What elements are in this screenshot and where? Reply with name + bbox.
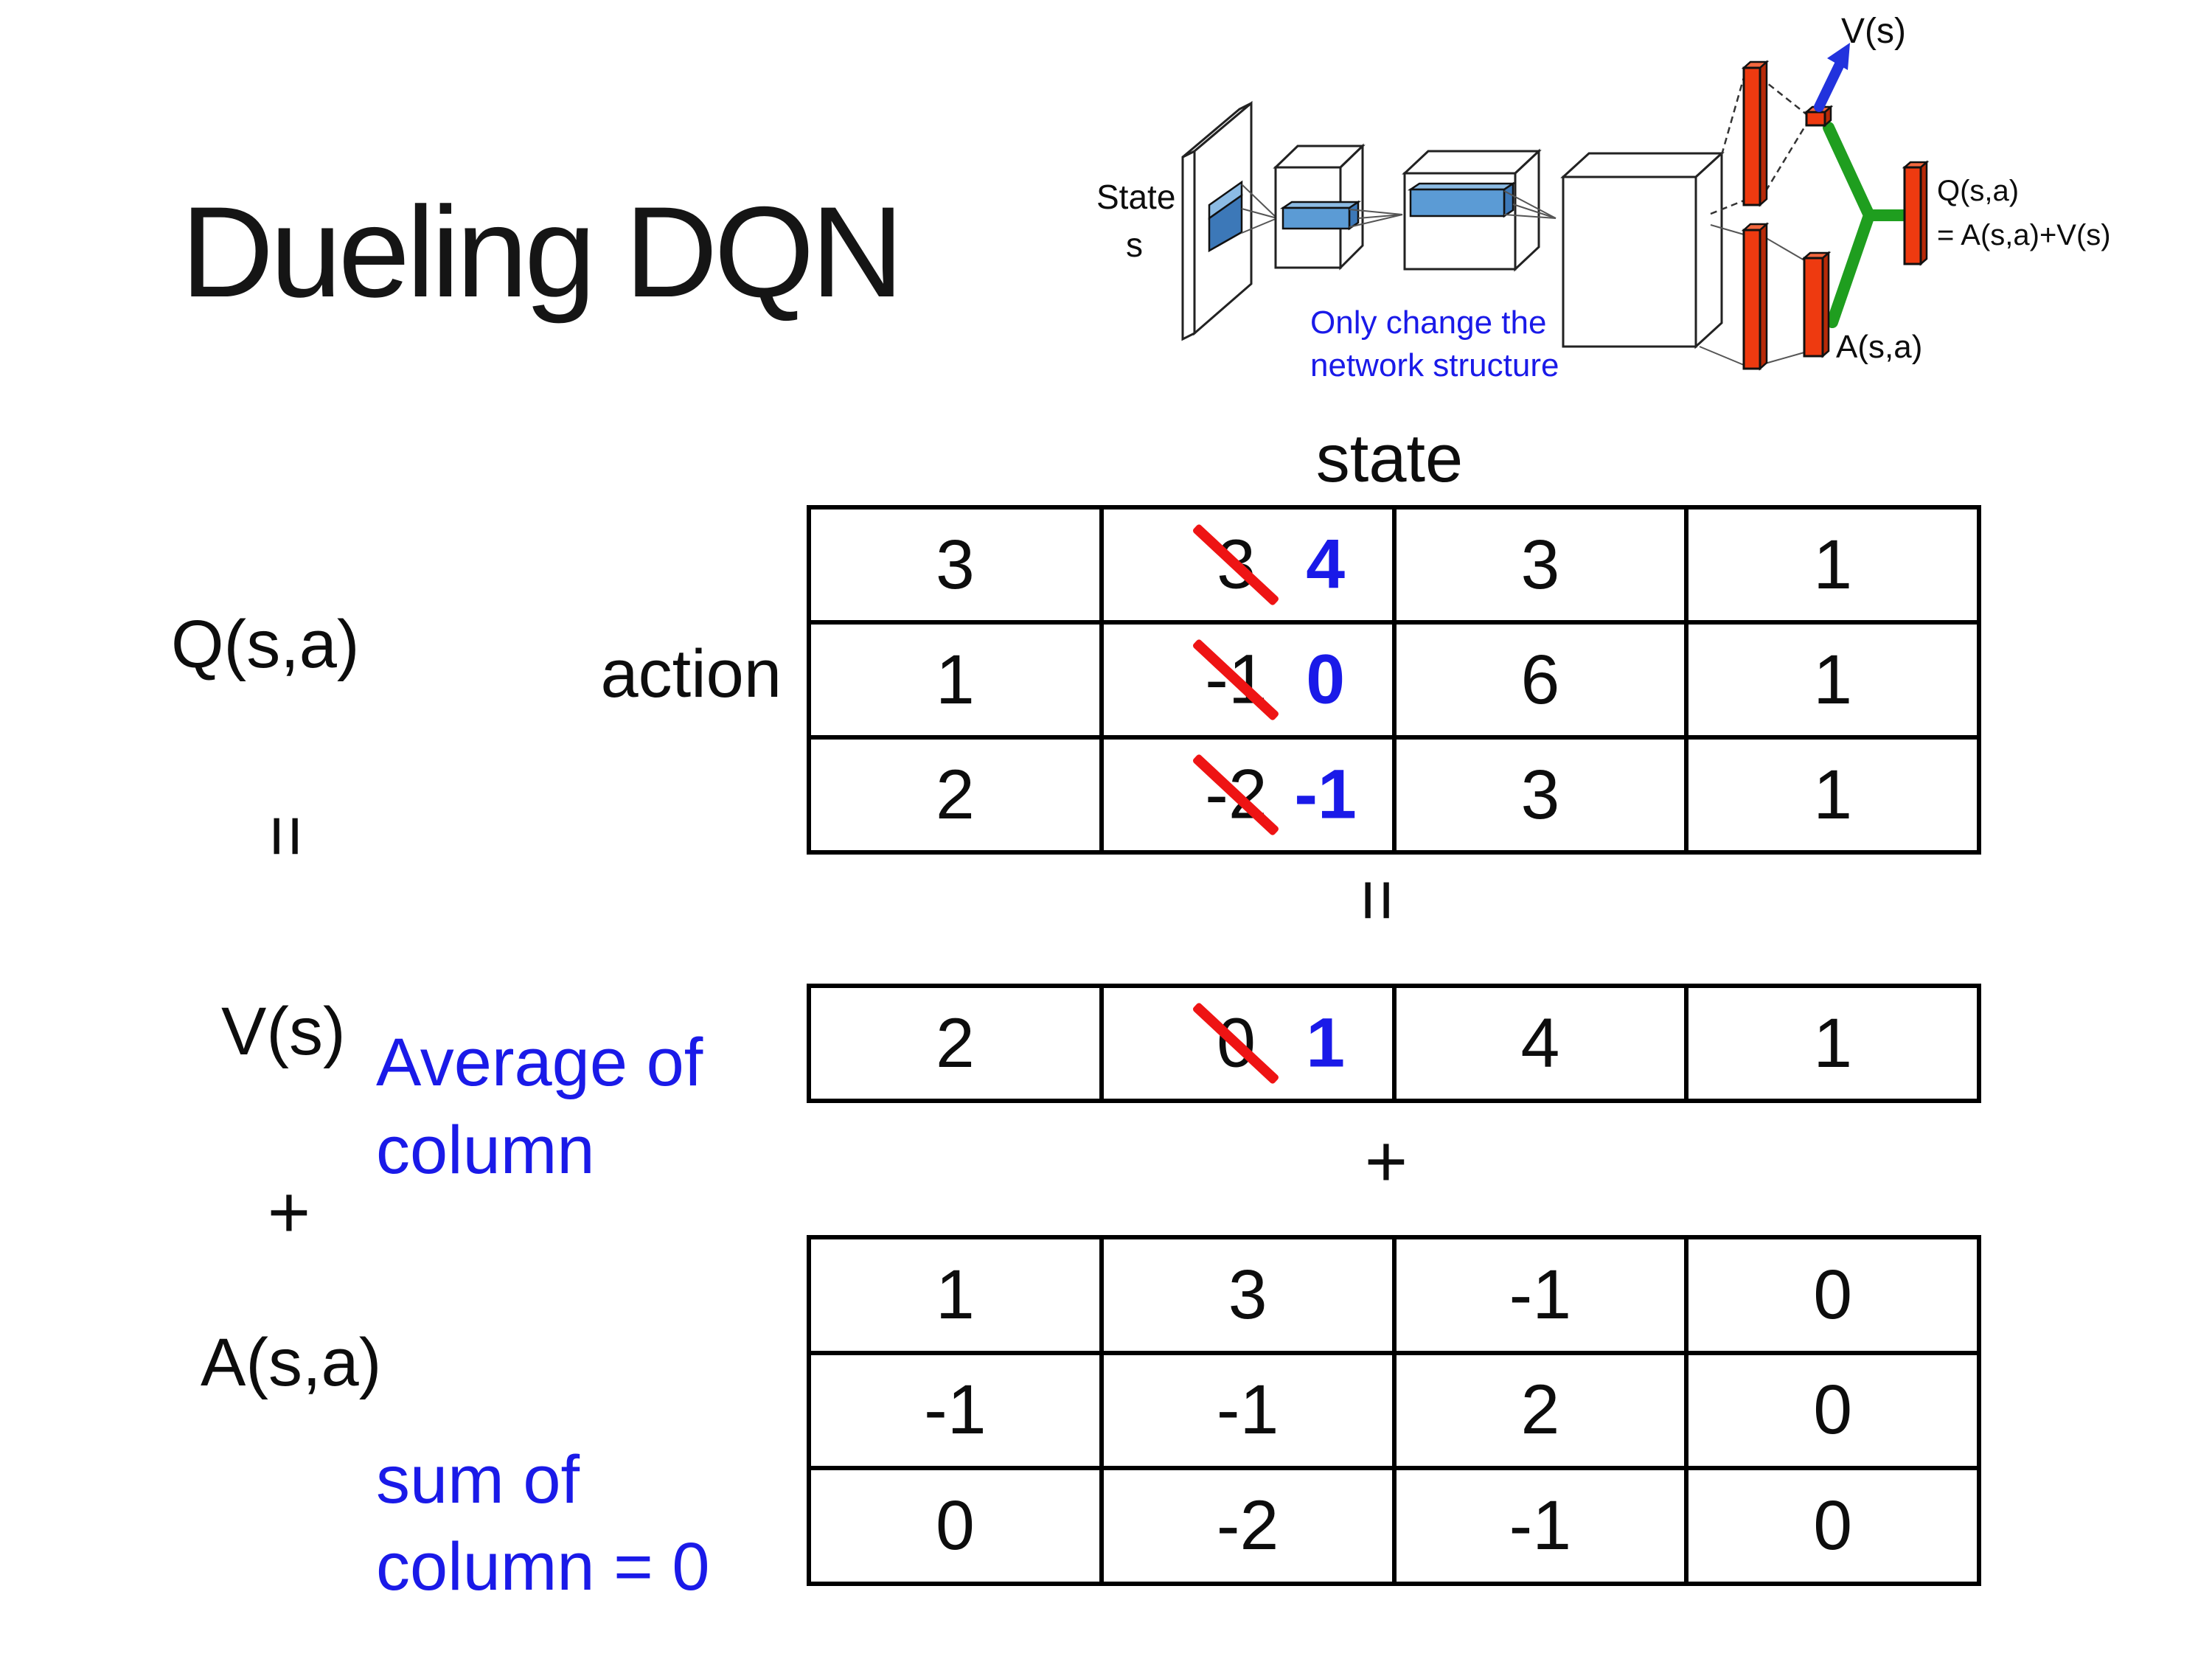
- advantage-stream-bar: [1741, 222, 1770, 371]
- a-cell: -1: [1396, 1239, 1685, 1351]
- fan-line: [1503, 214, 1557, 219]
- a-cell: 2: [1396, 1354, 1685, 1467]
- equals-left: =: [245, 814, 328, 858]
- v-cell: 2: [811, 988, 1099, 1099]
- q-output-label: Q(s,a): [1937, 175, 2019, 207]
- a-cell: -1: [1103, 1354, 1392, 1467]
- v-cell: 1: [1688, 988, 1977, 1099]
- plus-left: +: [267, 1171, 311, 1254]
- q-new-value: 0: [1306, 640, 1346, 719]
- a-vector-bar: [1801, 251, 1832, 358]
- q-new-value: 4: [1306, 525, 1346, 604]
- a-output-label: A(s,a): [1836, 329, 1922, 365]
- q-cell: 1: [1688, 509, 1977, 620]
- a-cell: 0: [1688, 1470, 1977, 1582]
- dashed-link: [1720, 77, 1745, 156]
- state-input-label: State: [1096, 178, 1175, 216]
- page-title: Dueling DQN: [181, 181, 904, 324]
- plus-mid: +: [1364, 1120, 1408, 1203]
- dashed-link: [1710, 199, 1745, 215]
- v-term-label: V(s): [221, 994, 346, 1069]
- q-cell-corrected: -1 0: [1103, 625, 1392, 735]
- network-note-line1: Only change the: [1310, 305, 1546, 341]
- fan-line: [1357, 214, 1403, 219]
- v-value-row: 2 0 1 4 1: [807, 984, 1981, 1103]
- a-cell: 0: [811, 1470, 1099, 1582]
- q-cell: 3: [1396, 509, 1685, 620]
- q-cell: 1: [1688, 625, 1977, 735]
- q-cell-corrected: -2 -1: [1103, 740, 1392, 850]
- action-axis-header: action: [600, 636, 782, 712]
- q-cell-corrected: 3 4: [1103, 509, 1392, 620]
- v-cell: 4: [1396, 988, 1685, 1099]
- q-cell: 3: [1396, 740, 1685, 850]
- v-cell-corrected: 0 1: [1103, 988, 1392, 1099]
- fan-line: [1503, 190, 1557, 219]
- sum-note: sum of column = 0: [376, 1436, 710, 1610]
- v-arrow: [1814, 58, 1846, 112]
- a-cell: 0: [1688, 1354, 1977, 1467]
- state-input-sub-label: s: [1126, 226, 1143, 264]
- a-cell: -2: [1103, 1470, 1392, 1582]
- fan-line: [1241, 184, 1278, 219]
- fan-line: [1241, 218, 1278, 234]
- q-value-matrix: 3 3 4 3 1 1 -1 0 6 1 2 -2 -1 3 1: [807, 505, 1981, 855]
- q-output-formula: = A(s,a)+V(s): [1937, 219, 2111, 251]
- sum-note-line2: column = 0: [376, 1529, 710, 1604]
- q-cell: 1: [1688, 740, 1977, 850]
- a-cell: 0: [1688, 1239, 1977, 1351]
- feature-slab-1: [1279, 200, 1362, 231]
- conv-layer-3-box: [1560, 150, 1725, 349]
- fan-line: [1512, 204, 1557, 219]
- advantage-matrix: 1 3 -1 0 -1 -1 2 0 0 -2 -1 0: [807, 1235, 1981, 1586]
- value-stream-bar: [1741, 60, 1770, 207]
- q-new-value: -1: [1294, 755, 1357, 834]
- fan-line: [1349, 214, 1403, 228]
- feature-slab-2: [1407, 181, 1517, 218]
- q-output-bar: [1902, 160, 1930, 266]
- q-cell: 1: [811, 625, 1099, 735]
- network-note-line2: network structure: [1310, 347, 1559, 383]
- average-note-line1: Average of: [376, 1025, 703, 1100]
- sum-note-line1: sum of: [376, 1442, 580, 1517]
- fan-line: [1699, 346, 1745, 366]
- average-note-line2: column: [376, 1113, 595, 1188]
- combine-link: [1823, 122, 1910, 328]
- state-axis-header: state: [1315, 421, 1464, 496]
- average-note: Average of column: [376, 1019, 703, 1194]
- equals-mid: =: [1336, 878, 1419, 922]
- v-output-label: V(s): [1841, 12, 1906, 51]
- fan-line: [1241, 208, 1278, 219]
- q-cell: 2: [811, 740, 1099, 850]
- fan-line: [1710, 224, 1745, 235]
- a-cell: -1: [1396, 1470, 1685, 1582]
- a-cell: 1: [811, 1239, 1099, 1351]
- a-cell: -1: [811, 1354, 1099, 1467]
- v-new-value: 1: [1306, 1004, 1346, 1082]
- dashed-link: [1759, 123, 1808, 201]
- fan-line: [1349, 209, 1403, 215]
- q-term-label: Q(s,a): [171, 607, 360, 682]
- dashed-link: [1759, 77, 1807, 115]
- a-term-label: A(s,a): [201, 1325, 382, 1400]
- v-arrow-head: [1827, 43, 1850, 70]
- dueling-network-diagram: State s V(s) Q(s,a) = A(s,a)+V(s) A(s,a)…: [1096, 12, 2111, 383]
- q-cell: 3: [811, 509, 1099, 620]
- a-cell: 3: [1103, 1239, 1392, 1351]
- q-cell: 6: [1396, 625, 1685, 735]
